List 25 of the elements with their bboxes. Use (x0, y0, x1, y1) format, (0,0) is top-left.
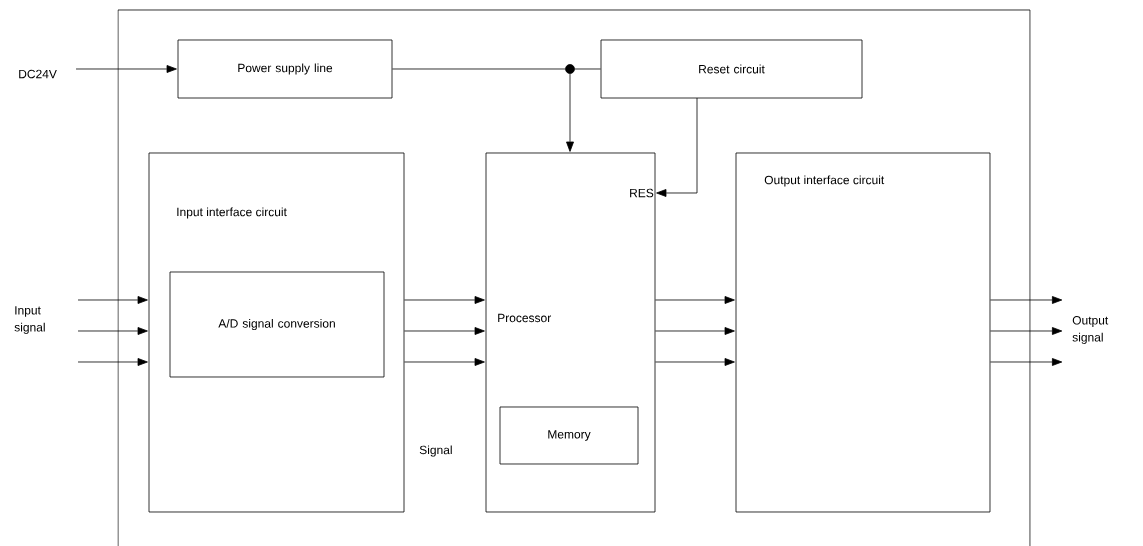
signal-label: Output signal (1072, 316, 1109, 344)
arrow (404, 327, 485, 335)
device-frame (117, 9, 1031, 546)
arrow (77, 358, 148, 366)
arrow (655, 358, 735, 366)
arrow (656, 97, 698, 197)
circuit-block: A/D signal conversion (169, 271, 385, 378)
arrow (75, 65, 177, 73)
arrow (77, 296, 148, 304)
arrow (655, 296, 735, 304)
circuit-block: Memory (499, 406, 639, 465)
arrow (990, 358, 1063, 366)
arrow (990, 327, 1063, 335)
arrow (404, 296, 485, 304)
arrow (77, 327, 148, 335)
circuit-block: Output interface circuit (735, 152, 991, 513)
arrow (655, 327, 735, 335)
arrow (404, 358, 485, 366)
arrow (990, 296, 1063, 304)
signal-label: DC24V (19, 69, 57, 79)
circuit-block: Reset circuit (600, 39, 863, 99)
signal-label: Input signal (14, 306, 45, 334)
circuit-block: Power supply line (177, 39, 393, 99)
arrow (566, 73, 574, 152)
signal-label: Signal (419, 445, 452, 457)
